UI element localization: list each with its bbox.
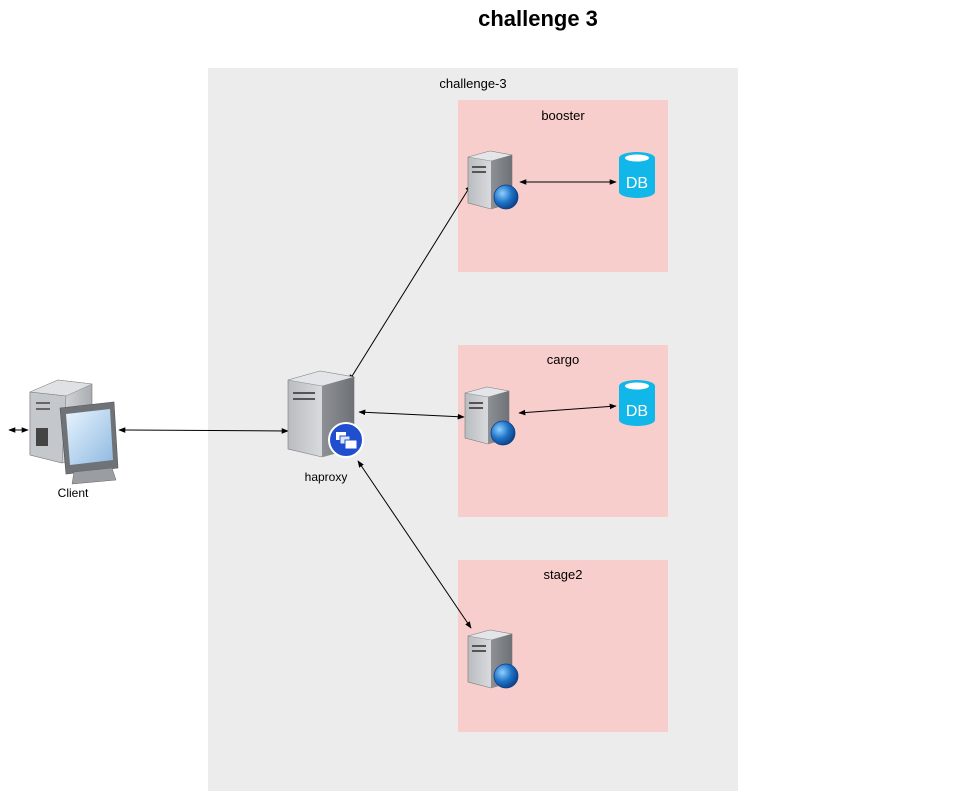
database-icon bbox=[619, 152, 655, 198]
connector-haproxy-booster bbox=[348, 184, 472, 382]
client-label: Client bbox=[58, 486, 89, 500]
cargo-db-label: DB bbox=[626, 403, 648, 420]
globe-icon bbox=[493, 663, 519, 689]
connector-haproxy-stage2 bbox=[357, 460, 472, 629]
client-computer-icon bbox=[29, 379, 119, 485]
haproxy-label: haproxy bbox=[305, 470, 348, 484]
database-icon bbox=[619, 380, 655, 426]
diagram-title: challenge 3 bbox=[478, 6, 598, 31]
service-label-booster: booster bbox=[541, 108, 585, 123]
challenge-group-label: challenge-3 bbox=[439, 76, 507, 91]
booster-db-label: DB bbox=[626, 175, 648, 192]
connector-haproxy-cargo bbox=[358, 409, 465, 420]
connector-cargo-db bbox=[518, 403, 617, 416]
service-label-cargo: cargo bbox=[546, 352, 580, 367]
connector-client-haproxy bbox=[118, 427, 289, 434]
globe-icon bbox=[490, 420, 516, 446]
diagram-title-wrap: challenge 3 bbox=[438, 6, 638, 32]
load-balancer-badge-icon bbox=[328, 422, 364, 458]
service-label-stage2: stage2 bbox=[543, 567, 583, 582]
globe-icon bbox=[493, 184, 519, 210]
